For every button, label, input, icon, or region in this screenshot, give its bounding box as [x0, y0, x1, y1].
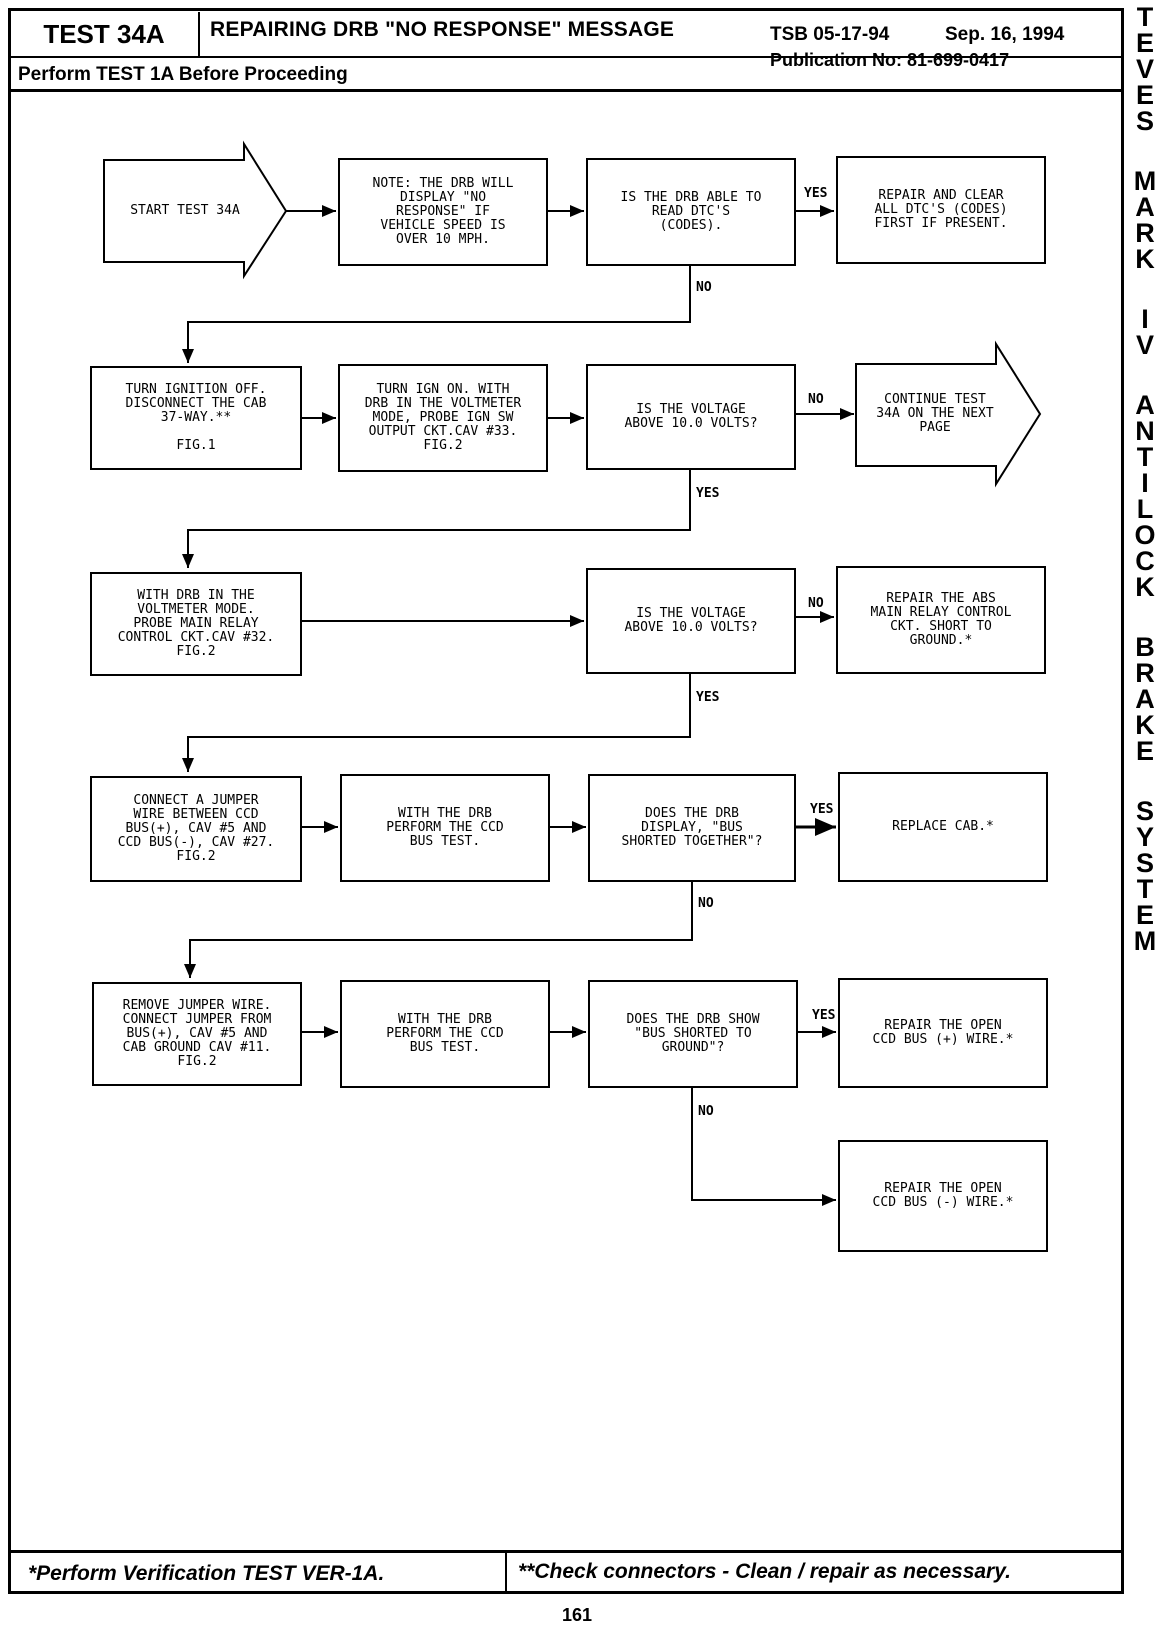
test-id: TEST 34A	[10, 12, 200, 56]
repair-open-plus-box: REPAIR THE OPEN CCD BUS (+) WIRE.*	[838, 978, 1048, 1088]
side-title-letter: A	[1135, 390, 1155, 420]
ccd-bus-test-1: WITH THE DRB PERFORM THE CCD BUS TEST.	[340, 774, 550, 882]
side-title-letter: Y	[1135, 822, 1154, 852]
side-title-letter: S	[1135, 796, 1154, 826]
side-title-letter: E	[1135, 736, 1154, 766]
tsb-number: TSB 05-17-94	[770, 24, 890, 45]
perform-note: Perform TEST 1A Before Proceeding	[18, 64, 348, 85]
side-title-letter: L	[1136, 494, 1154, 524]
header-row	[8, 8, 1124, 58]
label-no-together: NO	[698, 896, 714, 911]
side-title-letter: S	[1135, 106, 1154, 136]
question-shorted-ground: DOES THE DRB SHOW "BUS SHORTED TO GROUND…	[588, 980, 798, 1088]
repair-codes-box: REPAIR AND CLEAR ALL DTC'S (CODES) FIRST…	[836, 156, 1046, 264]
side-title-letter: K	[1135, 244, 1155, 274]
page-frame	[8, 8, 1124, 1594]
side-title-letter: B	[1135, 632, 1155, 662]
side-title-letter: R	[1135, 658, 1155, 688]
footer-connectors-note: **Check connectors - Clean / repair as n…	[518, 1560, 1011, 1583]
side-title-letter: E	[1135, 28, 1154, 58]
side-title-letter: N	[1135, 416, 1155, 446]
label-yes-together: YES	[810, 802, 834, 817]
side-title-letter: M	[1133, 166, 1157, 196]
side-title-letter: C	[1135, 546, 1155, 576]
label-yes-voltage1: YES	[696, 486, 720, 501]
start-arrow-shape	[103, 140, 288, 280]
label-no-codes: NO	[696, 280, 712, 295]
tsb-date: Sep. 16, 1994	[945, 24, 1065, 45]
label-yes-voltage2: YES	[696, 690, 720, 705]
probe-relay-box: WITH DRB IN THE VOLTMETER MODE. PROBE MA…	[90, 572, 302, 676]
side-title-letter: T	[1136, 874, 1154, 904]
side-title-letter: T	[1136, 2, 1154, 32]
question-voltage-1: IS THE VOLTAGE ABOVE 10.0 VOLTS?	[586, 364, 796, 470]
question-shorted-together: DOES THE DRB DISPLAY, "BUS SHORTED TOGET…	[588, 774, 796, 882]
side-title-letter: I	[1141, 304, 1149, 334]
label-no-ground: NO	[698, 1104, 714, 1119]
side-title-letter: R	[1135, 218, 1155, 248]
question-voltage-2: IS THE VOLTAGE ABOVE 10.0 VOLTS?	[586, 568, 796, 674]
ccd-bus-test-2: WITH THE DRB PERFORM THE CCD BUS TEST.	[340, 980, 550, 1088]
note-box: NOTE: THE DRB WILL DISPLAY "NO RESPONSE"…	[338, 158, 548, 266]
remove-jumper-box: REMOVE JUMPER WIRE. CONNECT JUMPER FROM …	[92, 982, 302, 1086]
side-title-letter: M	[1133, 926, 1157, 956]
side-title-letter: A	[1135, 192, 1155, 222]
label-no-voltage2: NO	[808, 596, 824, 611]
publication-number: Publication No: 81-699-0417	[770, 50, 1010, 70]
page-title: REPAIRING DRB "NO RESPONSE" MESSAGE	[210, 18, 675, 41]
continue-test-node: CONTINUE TEST 34A ON THE NEXT PAGE	[876, 392, 994, 435]
side-title-letter: K	[1135, 572, 1155, 602]
side-title-letter: A	[1135, 684, 1155, 714]
continue-arrow-shape	[855, 340, 1042, 488]
repair-relay-box: REPAIR THE ABS MAIN RELAY CONTROL CKT. S…	[836, 566, 1046, 674]
question-read-codes: IS THE DRB ABLE TO READ DTC'S (CODES).	[586, 158, 796, 266]
side-title-letter: O	[1134, 520, 1156, 550]
start-test-node: START TEST 34A	[130, 203, 240, 218]
side-title-letter: I	[1141, 468, 1149, 498]
label-no-voltage1: NO	[808, 392, 824, 407]
side-title-letter: E	[1135, 80, 1154, 110]
footer	[8, 1550, 1124, 1594]
page-number: 161	[562, 1605, 593, 1625]
side-title-letter: T	[1136, 442, 1154, 472]
side-title-letter: V	[1135, 330, 1154, 360]
connect-jumper-box: CONNECT A JUMPER WIRE BETWEEN CCD BUS(+)…	[90, 776, 302, 882]
footer-divider	[505, 1550, 507, 1594]
repair-open-minus-box: REPAIR THE OPEN CCD BUS (-) WIRE.*	[838, 1140, 1048, 1252]
footer-verification-note: *Perform Verification TEST VER-1A.	[28, 1562, 385, 1585]
side-title-letter: K	[1135, 710, 1155, 740]
replace-cab-box: REPLACE CAB.*	[838, 772, 1048, 882]
side-title-letter: E	[1135, 900, 1154, 930]
label-yes-ground: YES	[812, 1008, 836, 1023]
header-subrow	[8, 58, 1124, 92]
label-yes-codes: YES	[804, 186, 828, 201]
turn-ignition-on-box: TURN IGN ON. WITH DRB IN THE VOLTMETER M…	[338, 364, 548, 472]
side-title-letter: S	[1135, 848, 1154, 878]
turn-ignition-off-box: TURN IGNITION OFF. DISCONNECT THE CAB 37…	[90, 366, 302, 470]
side-title-letter: V	[1135, 54, 1154, 84]
